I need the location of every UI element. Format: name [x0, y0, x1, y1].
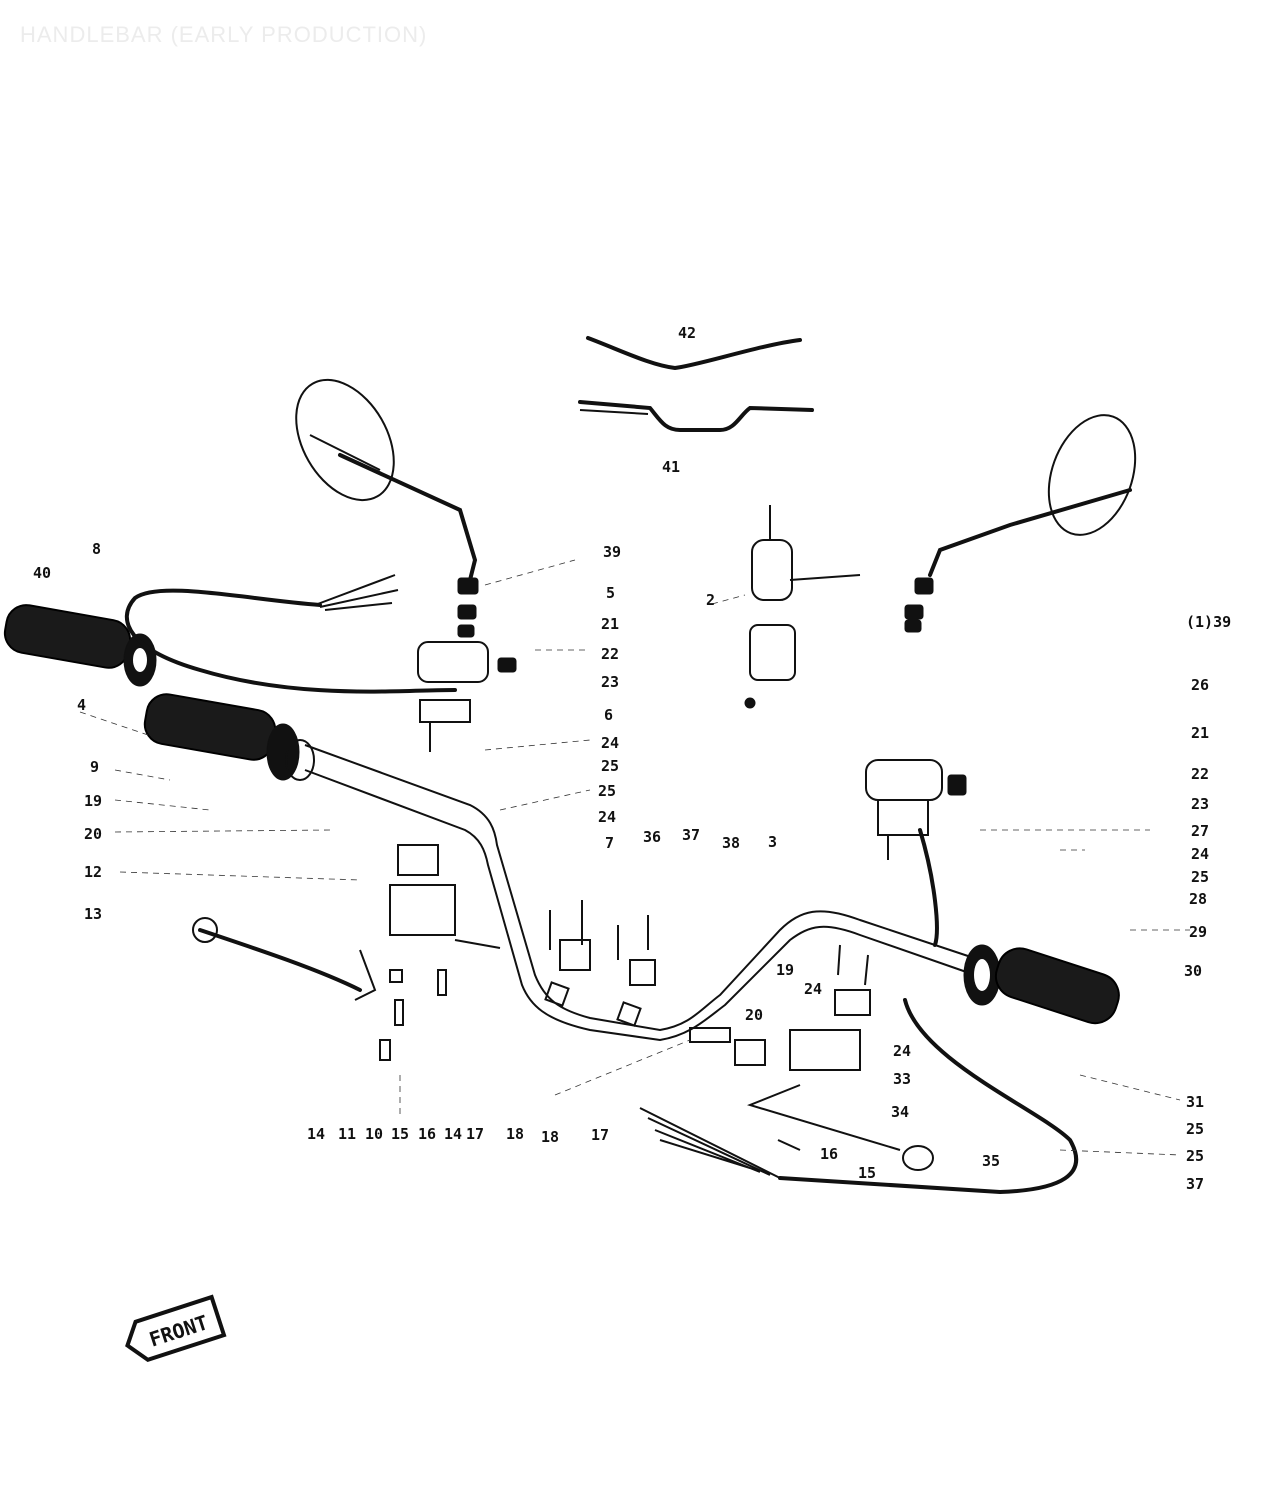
label: 12 [84, 863, 102, 881]
label: 23 [601, 673, 619, 691]
right-switch-housing [865, 759, 967, 860]
left-mirror [295, 378, 479, 638]
leader-lines [79, 559, 1190, 1156]
label: 25 [601, 757, 619, 775]
label: 40 [33, 564, 51, 582]
label: 38 [722, 834, 740, 852]
right-mirror [904, 414, 1137, 633]
center-throttle-assembly [744, 505, 861, 709]
label: 19 [776, 961, 794, 979]
label: 7 [605, 834, 614, 852]
diagram-title: HANDLEBAR (EARLY PRODUCTION) [20, 22, 428, 47]
label: 35 [982, 1152, 1000, 1170]
label: 18 [541, 1128, 559, 1146]
label: 31 [1186, 1093, 1204, 1111]
label: 6 [604, 706, 613, 724]
label: 29 [1189, 923, 1207, 941]
right-switch-cable [639, 828, 1078, 1195]
label: (1)39 [1186, 613, 1231, 631]
label: 21 [1191, 724, 1209, 742]
label: 14 [307, 1125, 325, 1143]
label: 23 [1191, 795, 1209, 813]
label: 22 [1191, 765, 1209, 783]
handlebar-cross-bar [578, 400, 814, 432]
label: 4 [77, 696, 86, 714]
label: 11 [338, 1125, 356, 1143]
right-grip [963, 944, 1120, 1025]
label: 24 [601, 734, 619, 752]
part-labels: 42 41 8 40 39 5 21 22 23 6 24 25 25 24 7… [33, 324, 1231, 1193]
label: 34 [891, 1103, 909, 1121]
handlebar-brace [586, 336, 802, 371]
label: 39 [603, 543, 621, 561]
label: 20 [84, 825, 102, 843]
clamp-bolts [549, 900, 656, 986]
label: 17 [591, 1126, 609, 1144]
front-direction-arrow: FRONT [125, 1294, 227, 1363]
left-switch-housing [417, 641, 517, 752]
label: 16 [418, 1125, 436, 1143]
right-lever-assembly [689, 944, 934, 1171]
label: 8 [92, 540, 101, 558]
label: 25 [1191, 868, 1209, 886]
label: 19 [84, 792, 102, 810]
label: 41 [662, 458, 680, 476]
main-handlebar [304, 744, 981, 1042]
label: 37 [682, 826, 700, 844]
label: 2 [706, 591, 715, 609]
label: 13 [84, 905, 102, 923]
label: 17 [466, 1125, 484, 1143]
label: 15 [858, 1164, 876, 1182]
label: 3 [768, 833, 777, 851]
left-outer-grip [3, 604, 157, 687]
label: 33 [893, 1070, 911, 1088]
label: 27 [1191, 822, 1209, 840]
label: 24 [893, 1042, 911, 1060]
label: 20 [745, 1006, 763, 1024]
label: 37 [1186, 1175, 1204, 1193]
label: 15 [391, 1125, 409, 1143]
label: 10 [365, 1125, 383, 1143]
label: 9 [90, 758, 99, 776]
label: 18 [506, 1125, 524, 1143]
label: 24 [804, 980, 822, 998]
label: 36 [643, 828, 661, 846]
label: 14 [444, 1125, 462, 1143]
left-inner-grip [143, 693, 315, 781]
label: 16 [820, 1145, 838, 1163]
label: 25 [598, 782, 616, 800]
label: 25 [1186, 1147, 1204, 1165]
left-lever-assembly [192, 844, 501, 1061]
label: 42 [678, 324, 696, 342]
label: 5 [606, 584, 615, 602]
label: 21 [601, 615, 619, 633]
label: 22 [601, 645, 619, 663]
label: 24 [598, 808, 616, 826]
label: 28 [1189, 890, 1207, 908]
label: 30 [1184, 962, 1202, 980]
label: 24 [1191, 845, 1209, 863]
left-switch-cable [124, 574, 457, 694]
label: 26 [1191, 676, 1209, 694]
label: 25 [1186, 1120, 1204, 1138]
